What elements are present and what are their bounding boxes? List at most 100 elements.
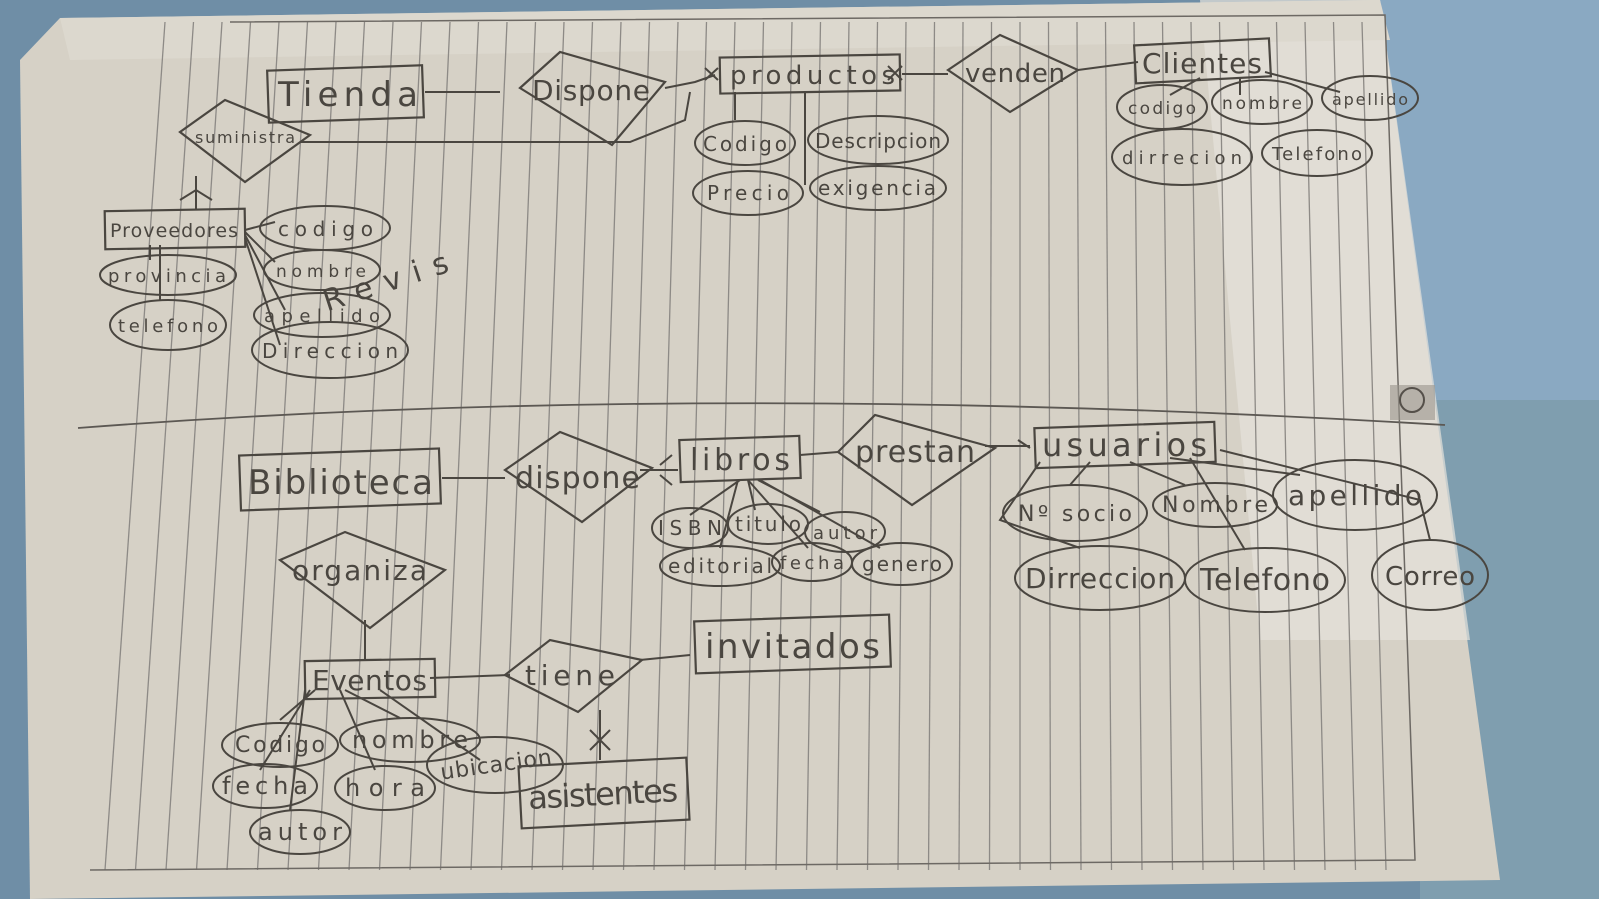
attr-usuarios-5: Correo (1385, 562, 1475, 592)
attr-ellipse-productos-1 (807, 115, 949, 165)
attr-ellipse-clientes-3 (1111, 128, 1253, 186)
attr-proveedores-3: Direccion (262, 339, 398, 363)
entity-libros-box (678, 434, 802, 484)
attr-ellipse-clientes-2 (1321, 75, 1419, 121)
ruled-line (653, 21, 679, 871)
ruled-line (1275, 21, 1296, 871)
ruled-line (805, 21, 822, 871)
attr-ellipse-productos-2 (692, 170, 804, 216)
attr-ellipse-productos-0 (694, 120, 796, 166)
relation-tiene-diamond (502, 638, 645, 714)
attr-usuarios-2: apellido (1288, 479, 1422, 512)
ruled-line (256, 21, 309, 871)
ruled-line (958, 21, 964, 871)
entity-invitados-label: invitados (705, 627, 880, 667)
attr-ellipse-eventos-2 (212, 763, 318, 809)
entity-usuarios-label: usuarios (1042, 426, 1207, 464)
entity-clientes-label: Clientes (1142, 47, 1262, 80)
ruled-line (195, 21, 252, 871)
relation-dispone2-diamond (503, 430, 655, 524)
attr-ellipse-eventos-0 (221, 722, 339, 768)
entity-invitados-box (693, 613, 892, 675)
relation-venden-label: venden (965, 59, 1065, 89)
ruled-line (104, 21, 166, 871)
page-divider-line (77, 402, 1446, 429)
attr-ellipse-usuarios-5 (1371, 539, 1489, 611)
entity-asistentes-box (517, 756, 691, 830)
ruled-line (470, 21, 508, 871)
attr-ellipse-usuarios-2 (1272, 459, 1438, 531)
attr-clientes-2: apellido (1332, 90, 1408, 109)
ruled-line (134, 21, 195, 871)
attr-eventos-0: Codigo (235, 733, 325, 758)
entity-productos-box (718, 53, 902, 95)
attr-clientes-4: Telefono (1271, 144, 1362, 165)
attr-ellipse-clientes-4 (1261, 129, 1373, 177)
relation-prestan-diamond (836, 413, 998, 507)
ruled-line (317, 21, 366, 871)
attr-ellipse-proveedores-1 (263, 249, 381, 291)
ruled-line (1133, 21, 1143, 871)
entity-usuarios-box (1033, 420, 1217, 470)
attr-ellipse-proveedores-4 (99, 254, 237, 296)
relation-organiza-diamond (277, 530, 448, 630)
ruled-line (439, 21, 480, 871)
cardinality-marks (179, 65, 1031, 751)
attr-proveedores-5: telefono (118, 316, 218, 337)
ruled-line (622, 21, 651, 871)
ruled-line (683, 21, 708, 871)
attr-ellipse-proveedores-3 (251, 321, 409, 379)
entity-eventos-box (303, 657, 437, 701)
attr-ellipse-usuarios-0 (1002, 484, 1148, 542)
attr-ellipse-eventos-1 (339, 717, 481, 763)
ruled-line (165, 21, 223, 871)
attr-productos-3: exigencia (818, 176, 936, 200)
ruled-line (927, 21, 936, 871)
entity-libros-label: libros (690, 443, 790, 478)
relation-dispone2-label: dispone (515, 461, 640, 496)
attr-ellipse-eventos-4 (426, 736, 564, 794)
page-frame (89, 14, 1416, 871)
attr-ellipse-libros-5 (851, 542, 953, 586)
entity-eventos-label: Eventos (312, 664, 427, 697)
relation-prestan-label: prestan (855, 435, 975, 470)
attr-ellipse-proveedores-5 (109, 299, 227, 351)
attr-clientes-1: nombre (1222, 94, 1302, 114)
attr-ellipse-productos-3 (809, 165, 947, 211)
relation-tiene-label: tiene (525, 659, 615, 692)
ruled-line (592, 21, 622, 871)
ruled-line (531, 21, 565, 871)
relation-suministra-label: suministra (195, 128, 295, 147)
attr-libros-2: autor (813, 523, 878, 544)
entity-asistentes-label: asistentes (527, 771, 679, 817)
relation-dispone-diamond (518, 50, 667, 147)
entity-proveedores-label: Proveedores (110, 220, 238, 242)
entity-tienda-box (266, 64, 425, 124)
entity-proveedores-box (103, 207, 247, 251)
entity-productos-label: productos (730, 61, 895, 91)
attr-proveedores-1: nombre (276, 262, 366, 282)
attr-proveedores-4: provincia (108, 266, 226, 287)
ruled-line (561, 21, 594, 871)
entity-biblioteca-box (237, 447, 443, 512)
attr-libros-4: fecha (780, 553, 844, 574)
ruled-line (1076, 21, 1082, 871)
ruled-line (1218, 21, 1235, 871)
ruled-line (1332, 21, 1357, 871)
bottom-diagram (259, 445, 1431, 811)
ruled-line (1161, 21, 1174, 871)
attr-clientes-3: dirrecion (1122, 148, 1242, 169)
attr-clientes-0: codigo (1128, 99, 1196, 119)
entity-clientes-box (1132, 37, 1273, 85)
ruled-line (897, 21, 907, 871)
attr-libros-0: ISBN (658, 516, 722, 540)
ruled-line (1104, 21, 1113, 871)
relation-suministra-diamond (178, 98, 313, 184)
relation-venden-diamond (946, 33, 1081, 114)
ruled-line (1190, 21, 1204, 871)
attr-ellipse-clientes-0 (1116, 84, 1208, 130)
attr-ellipse-proveedores-2 (253, 292, 391, 338)
ruled-line (378, 21, 423, 871)
relation-organiza-label: organiza (292, 554, 427, 587)
